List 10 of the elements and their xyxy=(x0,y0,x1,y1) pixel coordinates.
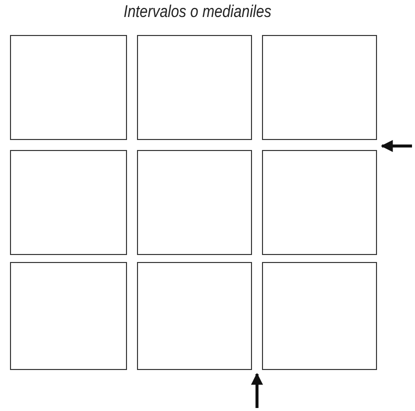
grid-box xyxy=(137,35,252,140)
title: Intervalos o medianiles xyxy=(122,2,272,22)
grid-box xyxy=(262,35,377,140)
grid-box xyxy=(262,262,377,370)
grid-box xyxy=(10,35,127,140)
grid-box xyxy=(137,150,252,255)
grid-box xyxy=(262,150,377,255)
grid-box xyxy=(137,262,252,370)
grid-box xyxy=(10,262,127,370)
grid-box xyxy=(10,150,127,255)
